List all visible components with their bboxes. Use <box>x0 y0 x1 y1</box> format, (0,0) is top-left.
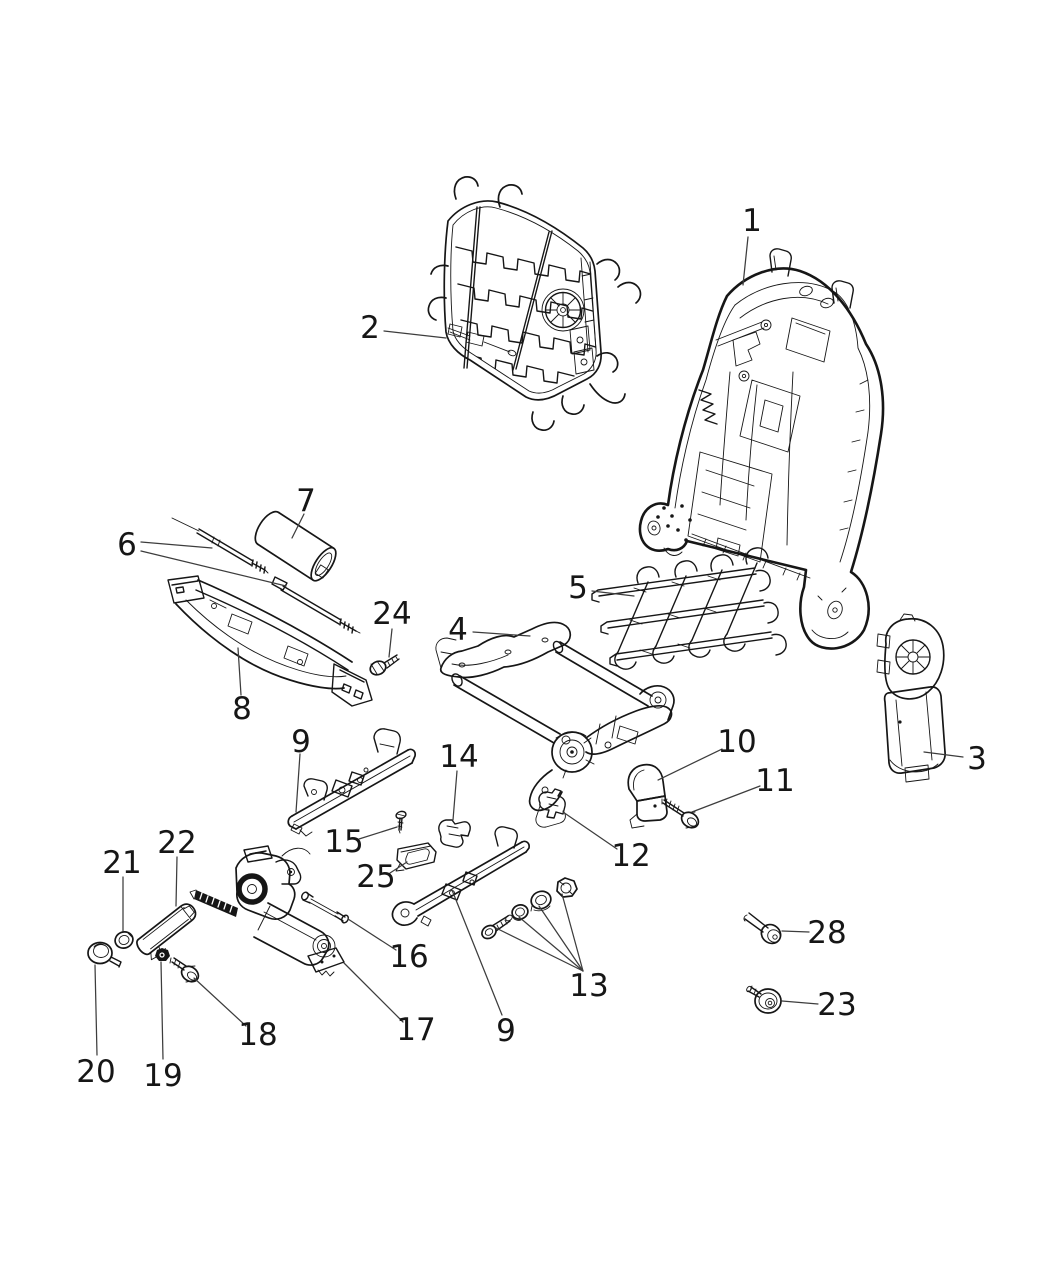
drive-rod <box>301 891 349 924</box>
callout-11-hex-bolt: 11 <box>755 763 794 799</box>
leader-line-bolt <box>193 977 247 1027</box>
callout-20-end-cap: 20 <box>76 1054 115 1090</box>
seat-adjuster-motor <box>189 845 345 977</box>
callout-9-seat-track-outboard: 9 <box>291 724 311 760</box>
bolt-18 <box>169 957 200 983</box>
hardware-washer <box>511 904 529 921</box>
headrest-sleeve-left <box>769 248 792 277</box>
leader-line-torx-screw <box>781 930 810 933</box>
leader-line-attaching-hardware-set <box>538 905 584 972</box>
torsion-rod-lower <box>271 576 361 634</box>
leader-line-drive-rod <box>347 918 397 951</box>
leader-line-cushion-frame <box>472 631 531 637</box>
leader-line-retaining-clip <box>562 811 618 850</box>
callout-19-nut: 19 <box>143 1058 182 1094</box>
callout-6-torsion-rods: 6 <box>117 527 137 563</box>
sensor-bracket <box>627 763 668 829</box>
callout-17-seat-adjuster-motor: 17 <box>396 1012 435 1048</box>
leader-line-torsion-rods <box>140 541 213 549</box>
leader-line-attaching-hardware-set <box>561 893 584 972</box>
cushion-frame <box>435 621 675 828</box>
seat-track-inboard <box>391 826 530 927</box>
callout-9-seat-track-inboard: 9 <box>496 1013 516 1049</box>
callout-12-retaining-clip: 12 <box>611 838 650 874</box>
nut-19 <box>155 948 170 961</box>
leader-line-seat-adjuster-motor <box>343 962 404 1023</box>
retaining-clip <box>538 788 566 819</box>
leader-line-attaching-hardware-set <box>518 916 584 972</box>
leader-line-hex-bolt-small <box>388 628 393 658</box>
callout-16-drive-rod: 16 <box>389 939 428 975</box>
leader-line-nut <box>160 961 164 1060</box>
callout-1-seat-back-frame: 1 <box>742 203 762 239</box>
callout-2-seat-back-spring-panel: 2 <box>360 310 380 346</box>
callout-24-hex-bolt-small: 24 <box>372 596 411 632</box>
callout-23-push-pin-fastener: 23 <box>817 987 856 1023</box>
leader-line-torsion-rods <box>140 550 287 587</box>
callout-13-attaching-hardware-set: 13 <box>569 968 608 1004</box>
leader-line-attaching-hardware-set <box>495 927 584 972</box>
hex-bolt-small <box>369 654 400 676</box>
leader-line-end-cap <box>94 964 98 1056</box>
leader-line-guide-clip <box>452 770 458 821</box>
callout-18-bolt: 18 <box>238 1017 277 1053</box>
cross-tube-rear <box>552 640 653 707</box>
torx-screw <box>743 912 782 945</box>
leader-line-seat-track-inboard <box>451 889 503 1016</box>
callout-21-lock-washer: 21 <box>102 845 141 881</box>
callout-7-foam-roller: 7 <box>296 483 316 519</box>
leader-line-small-screw <box>358 826 398 840</box>
leader-line-seat-back-frame <box>742 236 749 286</box>
callout-22-cover-sleeve: 22 <box>157 825 196 861</box>
recliner-disc <box>551 731 595 779</box>
callout-15-small-screw: 15 <box>324 824 363 860</box>
hardware-bushing <box>530 890 552 912</box>
callout-5-suspension-wire-frame: 5 <box>568 570 588 606</box>
cross-tube-front <box>451 673 561 744</box>
lumbar-fan <box>541 288 585 332</box>
leader-line-seat-track-outboard <box>295 753 301 813</box>
leader-line-recliner-motor <box>923 751 964 758</box>
anchor-plate <box>395 842 437 872</box>
crossmember <box>167 575 373 707</box>
push-pin-fastener <box>746 985 782 1014</box>
seat-track-outboard <box>287 728 416 837</box>
callout-3-recliner-motor: 3 <box>967 741 987 777</box>
callout-10-sensor-bracket: 10 <box>717 724 756 760</box>
leader-line-sensor-bracket <box>657 748 723 781</box>
seat-back-frame <box>638 248 885 650</box>
suspension-wire-frame <box>591 547 787 670</box>
cover-sleeve <box>136 903 197 961</box>
spring-hooks <box>427 176 642 431</box>
leader-line-push-pin-fastener <box>781 1000 819 1005</box>
hardware-nut <box>556 877 578 898</box>
foam-roller <box>254 510 337 582</box>
seat-back-spring-panel <box>427 176 642 431</box>
callout-25-anchor-plate: 25 <box>356 859 395 895</box>
leader-line-seat-back-spring-panel <box>383 330 447 339</box>
leader-line-suspension-wire-frame <box>591 590 635 597</box>
leader-line-crossmember <box>237 647 242 696</box>
torsion-rod-upper <box>171 517 269 574</box>
small-screw <box>395 810 407 834</box>
end-cap <box>87 941 122 968</box>
leader-line-cover-sleeve <box>175 856 178 907</box>
lock-washer <box>114 931 134 949</box>
callout-4-cushion-frame: 4 <box>448 612 468 648</box>
callout-28-torx-screw: 28 <box>807 915 846 951</box>
callout-8-crossmember: 8 <box>232 691 252 727</box>
leader-line-hex-bolt <box>691 785 761 813</box>
headrest-sleeve-right <box>831 280 854 309</box>
recliner-motor <box>876 613 946 783</box>
leader-line-foam-roller <box>291 513 305 539</box>
hex-bolt <box>661 798 700 829</box>
leader-line-anchor-plate <box>389 861 408 874</box>
guide-clip <box>438 819 471 848</box>
callout-14-guide-clip: 14 <box>439 739 478 775</box>
